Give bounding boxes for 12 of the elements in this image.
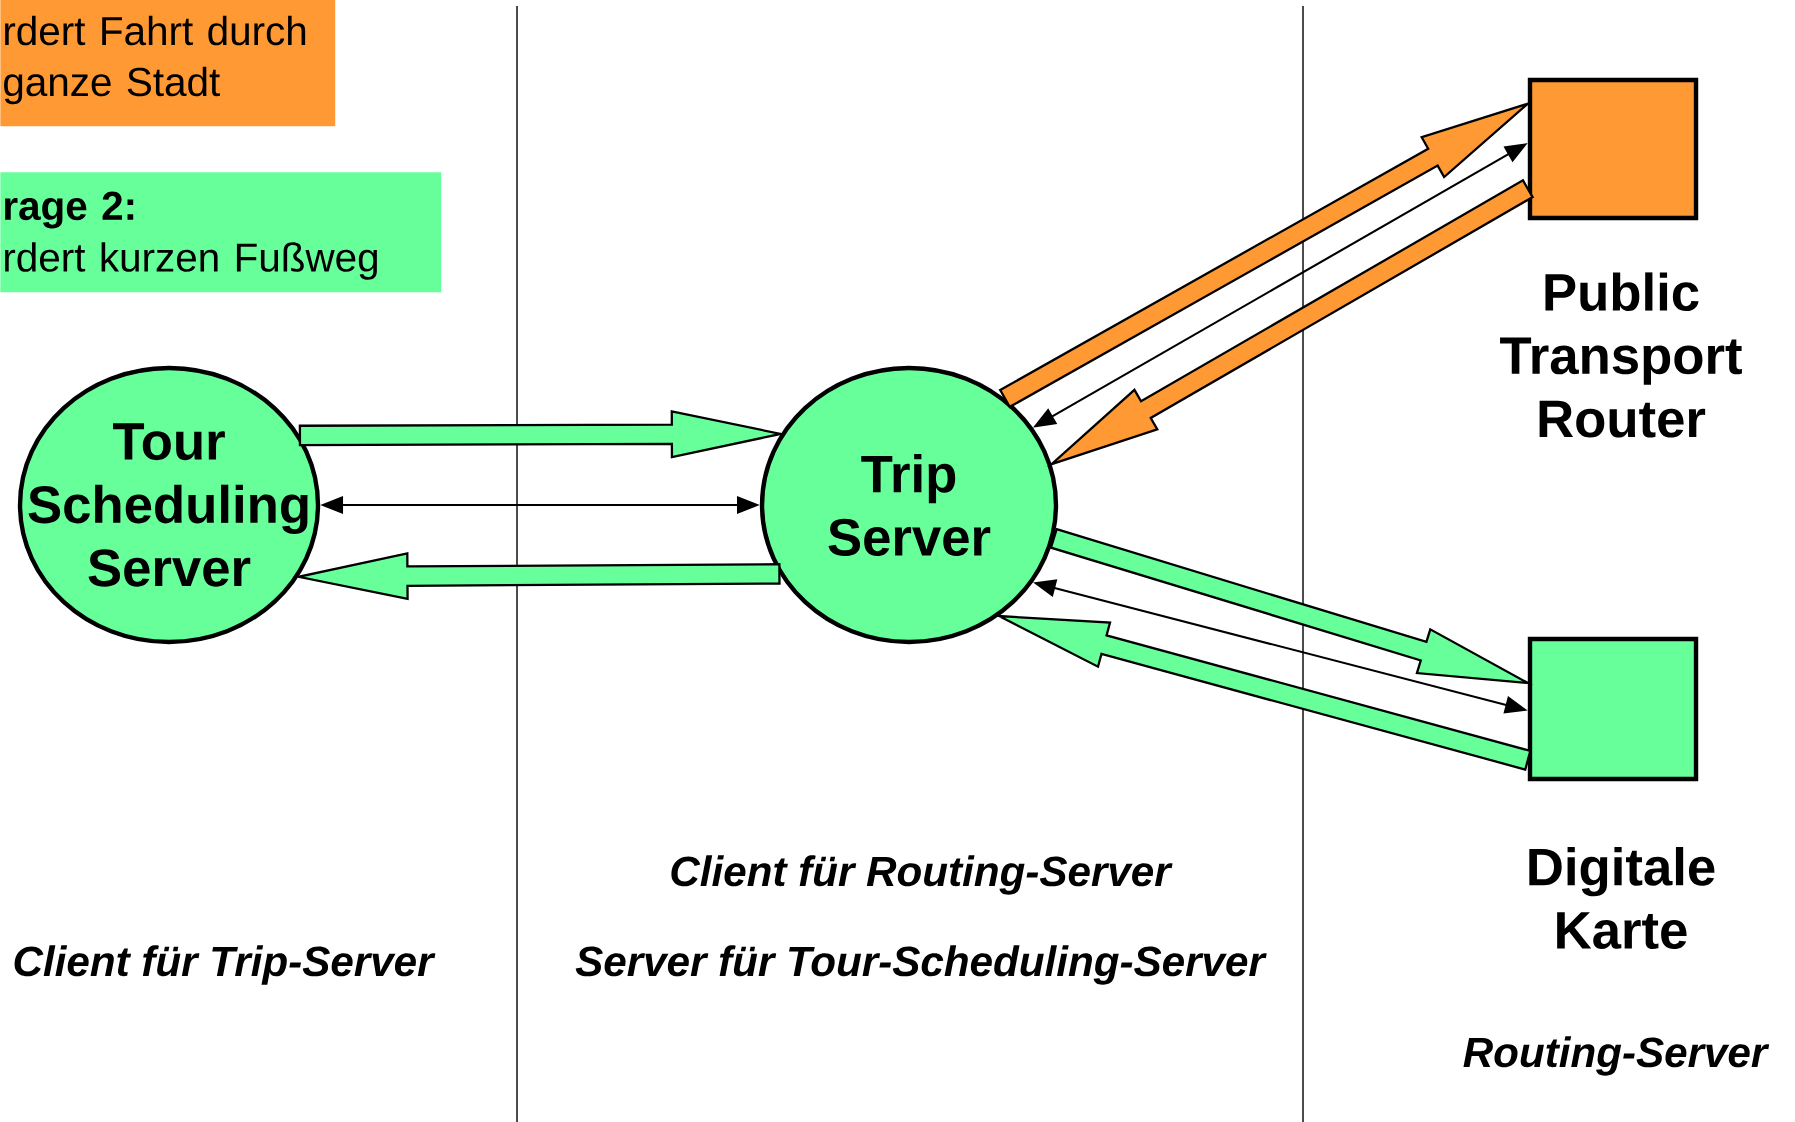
role-label: Server für Tour-Scheduling-Server bbox=[575, 945, 1267, 985]
role-label: Client für Routing-Server bbox=[671, 855, 1173, 895]
block-arrow bbox=[298, 410, 787, 459]
role-label: Routing-Server bbox=[1463, 1036, 1770, 1076]
note-box: rage 2: rdert kurzen Fußweg bbox=[0, 172, 442, 293]
node-label: Public Transport Router bbox=[1500, 272, 1742, 438]
note-box: rdert Fahrt durch ganze Stadt bbox=[0, 0, 336, 127]
block-arrow bbox=[292, 551, 781, 601]
role-label: Client für Trip-Server bbox=[14, 945, 436, 985]
server-box: Public Transport Router bbox=[1500, 77, 1742, 438]
server-box: Digitale Karte bbox=[1527, 636, 1715, 949]
node-label: Digitale Karte bbox=[1529, 847, 1715, 949]
